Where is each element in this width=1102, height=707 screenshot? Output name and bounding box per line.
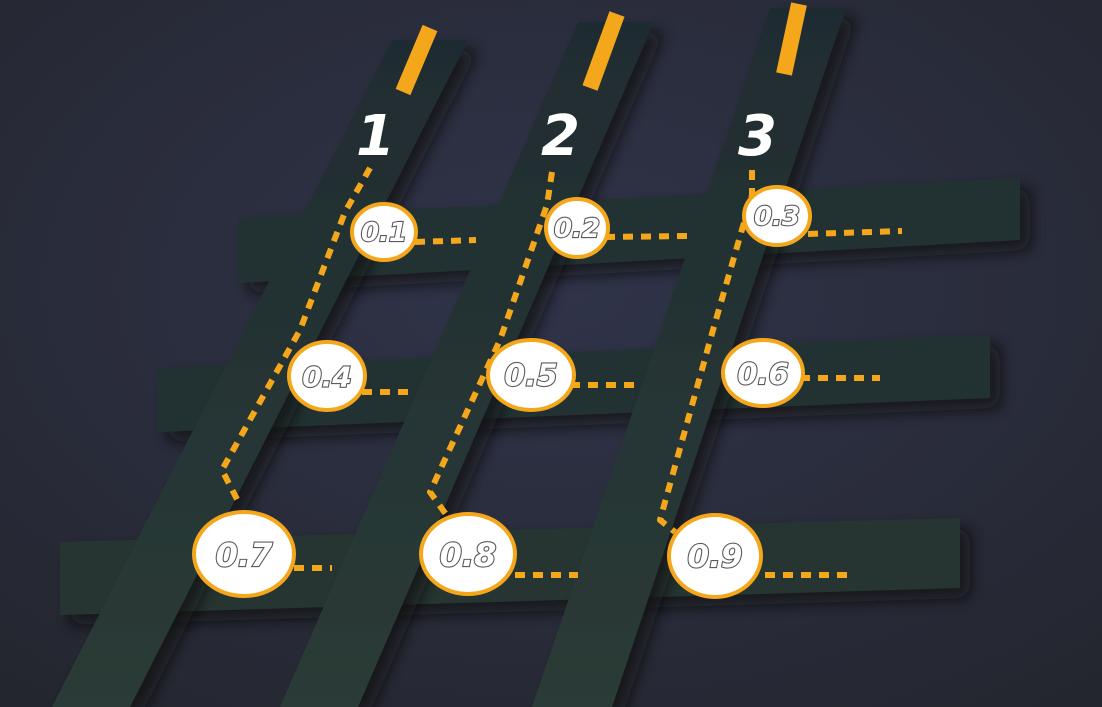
node-label: 0.9 bbox=[688, 539, 743, 575]
top-mark-2 bbox=[582, 11, 625, 91]
vertical-tracks bbox=[52, 8, 846, 707]
dotted-paths bbox=[219, 166, 903, 578]
node-bubble bbox=[287, 340, 367, 412]
column-label-3: 3 bbox=[738, 104, 777, 169]
node-0.4: 0.4 bbox=[287, 340, 367, 412]
branch-0.2 bbox=[604, 233, 689, 240]
node-bubble bbox=[486, 338, 576, 412]
node-label: 0.8 bbox=[440, 536, 497, 574]
node-bubble bbox=[350, 202, 418, 262]
track-3 bbox=[532, 8, 846, 707]
node-0.2: 0.2 bbox=[544, 197, 610, 259]
node-bubble bbox=[742, 185, 812, 247]
node-label: 0.6 bbox=[737, 357, 788, 391]
node-label: 0.4 bbox=[302, 361, 352, 394]
node-bubble bbox=[192, 510, 296, 598]
node-label: 0.7 bbox=[216, 536, 273, 574]
path-column-2 bbox=[427, 171, 555, 522]
top-marks bbox=[395, 2, 807, 96]
node-0.7: 0.7 bbox=[192, 510, 296, 598]
horizontal-bar-1 bbox=[238, 178, 1020, 283]
column-label-2: 2 bbox=[541, 104, 580, 169]
node-bubble bbox=[544, 197, 610, 259]
path-column-1 bbox=[219, 166, 373, 507]
node-label: 0.3 bbox=[754, 202, 800, 232]
branch-0.3 bbox=[807, 228, 903, 237]
node-0.8: 0.8 bbox=[419, 512, 517, 596]
node-bubble bbox=[419, 512, 517, 596]
top-mark-1 bbox=[395, 24, 438, 96]
node-0.5: 0.5 bbox=[486, 338, 576, 412]
nodes: 0.1 0.2 0.3 0.4 0.5 0.6 0.7 0.8 0.9 bbox=[192, 185, 812, 599]
node-label: 0.5 bbox=[504, 359, 557, 394]
node-label: 0.2 bbox=[554, 214, 600, 244]
path-column-3 bbox=[657, 170, 755, 535]
node-bubble bbox=[721, 338, 805, 408]
top-mark-3 bbox=[776, 2, 807, 76]
node-0.3: 0.3 bbox=[742, 185, 812, 247]
node-0.6: 0.6 bbox=[721, 338, 805, 408]
node-0.9: 0.9 bbox=[667, 513, 763, 599]
track-1 bbox=[52, 40, 468, 707]
node-label: 0.1 bbox=[361, 218, 407, 248]
track-2 bbox=[280, 22, 654, 707]
node-bubble bbox=[667, 513, 763, 599]
column-label-1: 1 bbox=[356, 104, 395, 169]
node-0.1: 0.1 bbox=[350, 202, 418, 262]
